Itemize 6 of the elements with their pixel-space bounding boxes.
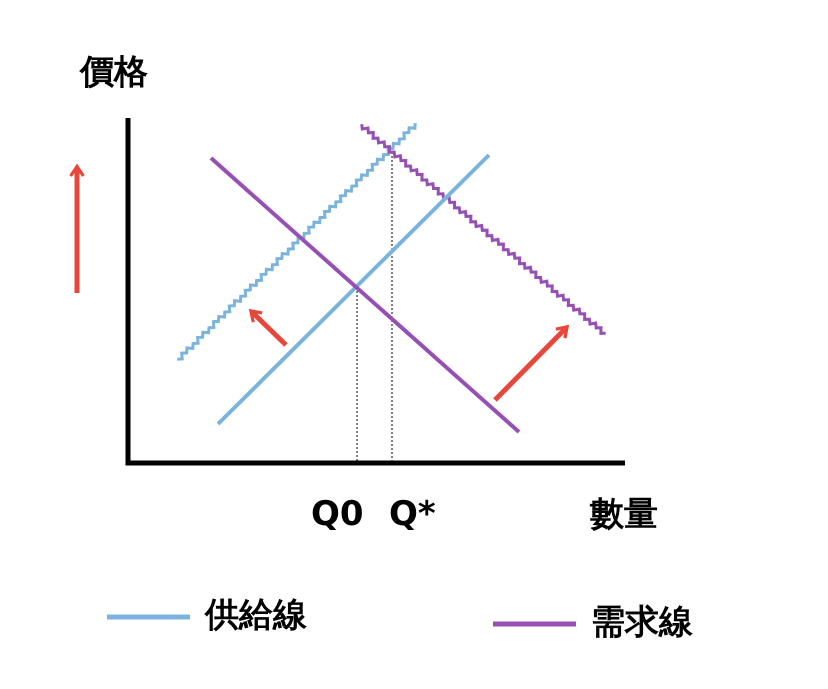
legend-label: 需求線 [591, 605, 693, 639]
tick-label: Q* [389, 497, 436, 531]
tick-label: Q0 [311, 497, 364, 531]
axis-label: 價格 [80, 55, 148, 89]
axis-label: 數量 [590, 497, 658, 531]
legend-label: 供給線 [205, 598, 307, 632]
